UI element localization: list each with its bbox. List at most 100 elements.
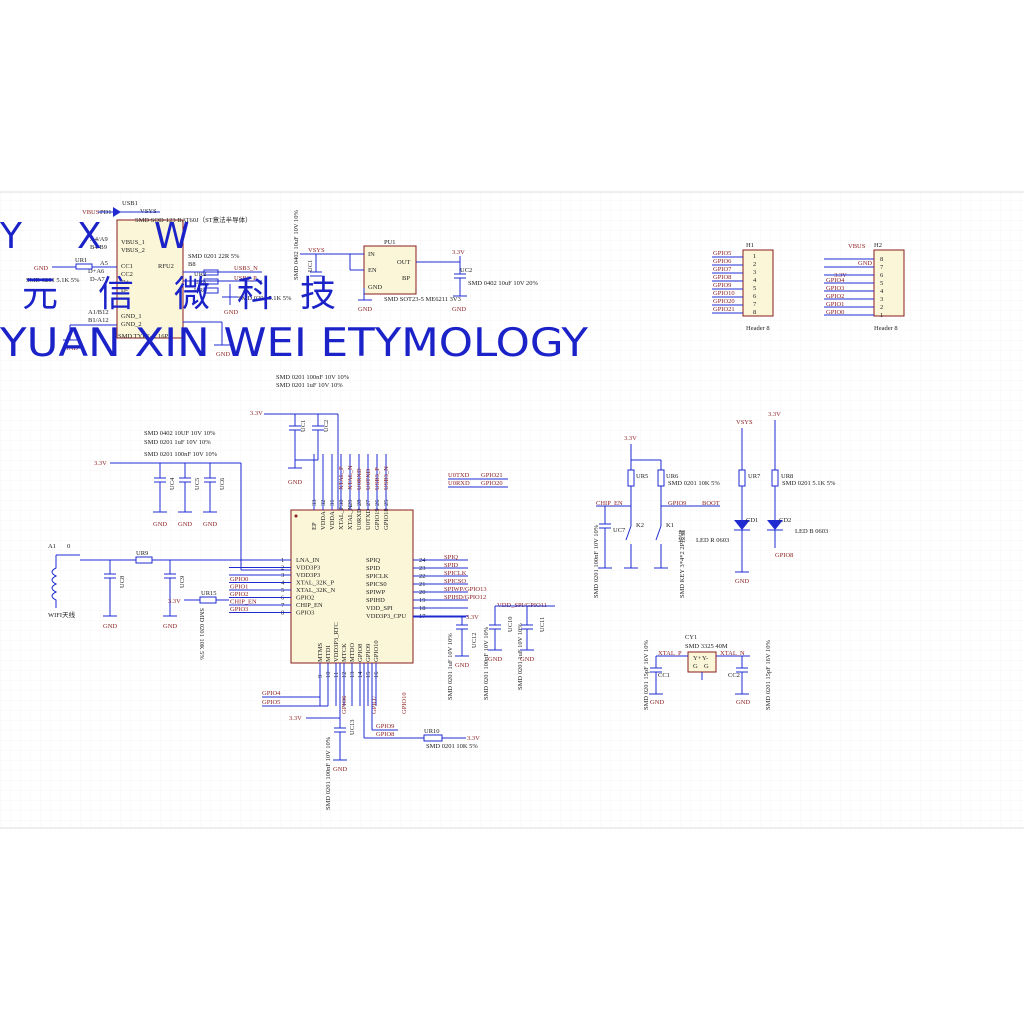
crystal-pin-yp: Y+ [693, 655, 702, 662]
button-r-text: SMD 0201 10K 5% [668, 480, 720, 487]
crystal-block: CY1 SMD 3325 40M Y+ Y- G G XTAL_P XTAL_N… [643, 634, 772, 710]
r10-gpio8: GPIO8 [376, 731, 394, 738]
spi-cap-text3: SMD 0201 1uF 10V 10% [517, 623, 524, 690]
leds-block: VSYS 3.3V UR7 UR8 SMD 0201 5.1K 5% CD1 C… [696, 411, 836, 585]
usb-pad-a5: A5 [100, 260, 108, 267]
spi-gnd1: GND [455, 662, 469, 669]
header-h2-ref: H2 [874, 242, 882, 249]
mcu-right-pin: SPIQ [366, 557, 380, 564]
crystal-gnd1: GND [650, 699, 664, 706]
h2-net: GPIO0 [826, 309, 844, 316]
mcu-top-pin: VDDA [329, 511, 336, 530]
decoupling-top-net: 3.3V [250, 410, 263, 417]
left-cap-ref: UC5 [194, 478, 201, 490]
ldo-vsys-net: VSYS [308, 247, 325, 254]
ur4-text: SMD 0201 5.1K 5% [238, 295, 292, 302]
mcu-top-pin: GPIO19 [374, 508, 381, 530]
uart-u0txd: U0TXD [448, 472, 470, 479]
h1-pin: 6 [753, 293, 757, 300]
mcu-right-net: SPIWP/GPIO13 [444, 586, 487, 593]
ur3-ref: UR3 [194, 279, 206, 286]
usb-gnd-bottom: GND [216, 351, 230, 358]
decoupling-top-ref1: UC1 [300, 420, 307, 432]
led-gpio8: GPIO8 [775, 552, 793, 559]
mcu-left-pin: VDD3P3 [296, 565, 320, 572]
mcu-bottom-pin: GPIO9 [365, 644, 372, 662]
ldo-pin-en: EN [368, 267, 377, 274]
mcu-left-pin: LNA_IN [296, 557, 320, 564]
watermark-cn-3: 微 [174, 274, 210, 315]
mcu-top-pin: XTAL_P [338, 506, 345, 530]
usb-pin-dp: D+ [121, 279, 130, 286]
antenna-c1: UC8 [119, 576, 126, 588]
h2-pin: 1 [880, 312, 883, 319]
mcu-top-pin: GPIO18 [383, 508, 390, 530]
decoupling-left-line2: SMD 0201 1uF 10V 10% [144, 439, 211, 446]
usb-part: SMD TYPE-C 16P [118, 333, 168, 340]
ldo-cout-text: SMD 0402 10uF 10V 20% [468, 280, 539, 287]
header-h2-part: Header 8 [874, 325, 898, 332]
mcu-top-pin: VDDA [320, 511, 327, 530]
led-d1-text: LED R 0603 [696, 537, 729, 544]
h2-pin: 2 [880, 304, 883, 311]
mcu-bottom-pin: VDD3P3_RTC [333, 622, 340, 662]
header-h1-ref: H1 [746, 242, 754, 249]
led-3v3: 3.3V [768, 411, 781, 418]
decoupling-top: SMD 0201 100nF 10V 10% SMD 0201 1uF 10V … [250, 374, 350, 510]
ldo-cin-text: SMD 0402 10uF 10V 10% [293, 209, 300, 280]
r15-block: 3.3V UR15 SMD 0201 10K 5% [168, 590, 229, 660]
h2-net: GPIO3 [826, 285, 844, 292]
button-chip-en: CHIP_EN [596, 500, 623, 507]
h2-pin: 7 [880, 264, 884, 271]
watermark: Y X W 元 信 微 科 技 YUAN XIN WEI ETYMOLOGY [0, 216, 588, 366]
button-cap-ref: UC7 [613, 527, 626, 534]
led-d2: CD2 [779, 517, 791, 524]
button-r5: UR5 [636, 473, 648, 480]
led-red-symbol [734, 520, 750, 530]
led-blue-symbol [767, 520, 783, 530]
led-vsys: VSYS [736, 419, 753, 426]
spi-gnd2: GND [488, 656, 502, 663]
h1-net: GPIO5 [713, 250, 731, 257]
crystal-part: SMD 3325 40M [685, 643, 728, 650]
header-h2-vbus: VBUS [848, 243, 866, 250]
ldo-3v3-net: 3.3V [452, 249, 465, 256]
left-cap-gnd: GND [153, 521, 167, 528]
mcu-top-pin: XTAL_N [347, 505, 354, 530]
header-h1-part: Header 8 [746, 325, 770, 332]
ldo-body [363, 245, 417, 295]
mcu-left-pin: CHIP_EN [296, 602, 323, 609]
decoupling-left-line3: SMD 0201 100nF 10V 10% [144, 451, 218, 458]
button-key-text: SMD KEY 3*4*2 2P按键 [677, 529, 686, 598]
button-cap-text: SMD 0201 100nF 10V 10% [593, 524, 600, 598]
mcu-right-net: SPIQ [444, 554, 458, 561]
buttons-net: 3.3V [624, 435, 637, 442]
mcu-right-pin: VDD_SPI [366, 605, 393, 612]
crystal-xtal-p: XTAL_P [658, 650, 682, 657]
mcu-left-net: CHIP_EN [230, 599, 257, 606]
header-h2-gnd: GND [858, 260, 872, 267]
usb-pad-b1a12: B1/A12 [88, 317, 109, 324]
antenna-gnd1: GND [103, 623, 117, 630]
crystal-c2: CC2 [728, 672, 740, 679]
antenna-pin: 0 [67, 543, 70, 550]
mcu-top-net: U0TXD [365, 468, 372, 490]
uart-gpio20: GPIO20 [481, 480, 503, 487]
ldo-part: SMD SOT23-5 ME6211 3V3 [384, 296, 461, 303]
crystal-c-text1: SMD 0201 15pF 16V 10% [643, 639, 650, 710]
button-gpio9: GPIO9 [668, 500, 686, 507]
usb-typec-block: USB1 PD1 SMD SOD-123 BAT60J（ST意法半导体） VBU… [26, 200, 292, 358]
h2-net: GPIO1 [826, 301, 844, 308]
h1-net: GPIO7 [713, 266, 732, 273]
h1-pin: 2 [753, 261, 756, 268]
usb-gnd-mid: GND [224, 309, 238, 316]
ldo-pin-out: OUT [397, 259, 410, 266]
usb-pin-vbus1: VBUS_1 [121, 239, 145, 246]
led-gnd: GND [735, 578, 749, 585]
mcu-left-pin: XTAL_32K_N [296, 587, 336, 594]
usb-pin-cc2: CC2 [121, 271, 133, 278]
rtc-text: SMD 0201 100nF 10V 10% [325, 736, 332, 810]
watermark-english: YUAN XIN WEI ETYMOLOGY [0, 321, 588, 366]
